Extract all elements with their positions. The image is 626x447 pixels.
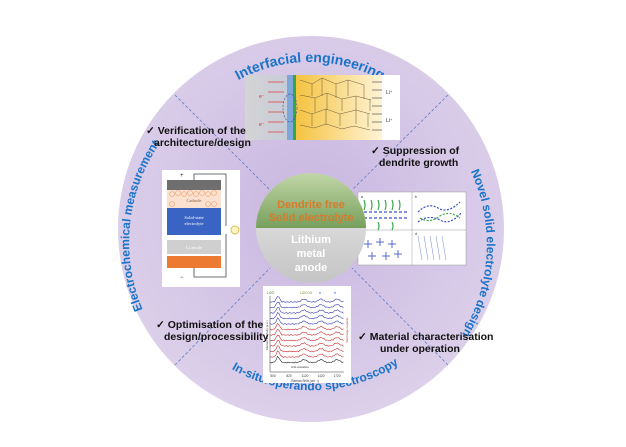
raman-spectrum-trace <box>269 329 344 336</box>
check-icon: ✓ <box>371 145 380 157</box>
hub-bottom-half <box>256 228 366 283</box>
li-ion-label: Li⁺ <box>386 90 393 96</box>
xtick-2: 1120 <box>302 374 309 378</box>
hub-sub-line1: Lithium <box>291 234 331 246</box>
hub-top-half <box>256 173 366 228</box>
note-verification: ✓ Verification of the architecture/desig… <box>146 125 251 149</box>
cathode-layer <box>167 190 221 208</box>
raman-traces <box>269 296 344 373</box>
anode-layer <box>167 240 221 254</box>
electrolyte-label-2: electrolyte <box>185 221 204 226</box>
raman-ylabel: Raman intensity (a.u.) <box>265 320 269 349</box>
peak-label-4: # <box>334 291 336 295</box>
plus-terminal: + <box>180 173 184 179</box>
hub-title-line1: Dendrite free <box>277 199 345 211</box>
raman-spectrum-trace <box>269 355 344 364</box>
xtick-3: 1420 <box>317 374 324 378</box>
xtick-1: 820 <box>286 374 292 378</box>
note-verification-line2: architecture/design <box>154 137 251 149</box>
note-suppression-line1: Suppression of <box>382 145 460 157</box>
li-ion-label-2: Li⁺ <box>386 118 393 124</box>
quadrant-dividers <box>174 94 449 366</box>
divider-bl <box>174 267 271 366</box>
raman-xlabel: Raman Shift (cm⁻¹) <box>291 379 319 383</box>
raman-spectrum-trace <box>269 307 344 314</box>
raman-spectrum-trace <box>269 317 344 325</box>
raman-right-label: Discharge capacity <box>345 317 349 343</box>
xtick-4: 1720 <box>333 374 340 378</box>
electron-label-2: e⁻ <box>259 122 265 128</box>
electrolyte-layer <box>167 208 221 235</box>
note-optimisation-line1: Optimisation of the <box>167 319 264 331</box>
ion-arrows <box>372 81 382 131</box>
minus-terminal: − <box>180 275 184 281</box>
raman-spectrum-trace <box>269 335 344 342</box>
current-collector-top <box>167 180 221 190</box>
hub-title-line2: Solid electrolyte <box>269 212 354 224</box>
bulb-icon <box>230 225 240 235</box>
electron-label: e⁻ <box>259 94 265 100</box>
note-characterisation-line1: Material characterisation <box>369 331 494 343</box>
interface-highlight <box>282 93 298 123</box>
electrolyte-label-1: Solid-state <box>184 215 203 220</box>
interface-panel: e⁻ e⁻ Li⁺ Li⁺ <box>245 75 400 140</box>
xtick-0: 500 <box>270 374 276 378</box>
hub-sub-line2: metal <box>297 248 326 260</box>
raman-spectrum-trace <box>269 322 344 331</box>
raman-spectrum-trace <box>269 350 344 358</box>
check-icon: ✓ <box>146 125 155 137</box>
electron-arrows <box>268 81 284 133</box>
grain-boundaries <box>299 77 372 131</box>
note-characterisation: ✓ Material characterisation under operat… <box>358 331 493 355</box>
note-optimisation-line2: design/processibility <box>164 331 269 343</box>
peak-label-3: # <box>319 291 321 295</box>
cathode-label: Cathode <box>187 198 202 203</box>
peak-label-li2o: Li2O <box>267 291 275 295</box>
note-suppression-line2: dendrite growth <box>379 157 459 169</box>
raman-axes <box>269 296 344 373</box>
raman-spectrum-trace <box>269 312 344 320</box>
raman-spectrum-trace <box>269 301 344 309</box>
note-verification-line1: Verification of the <box>157 125 246 137</box>
note-suppression: ✓ Suppression of dendrite growth <box>371 145 459 169</box>
raman-spectrum-trace <box>269 340 344 347</box>
anode-label: Li anode <box>186 245 202 250</box>
current-collector-bottom <box>167 256 221 268</box>
divider-tl <box>174 94 271 191</box>
peak-label-li2co3: Li2CO3 <box>300 291 312 295</box>
crystal-label-d: d <box>415 232 417 236</box>
raman-panel: Li2O Li2CO3 # # Anti-solvation 500 820 1… <box>263 286 351 383</box>
raman-spectrum-trace <box>269 345 344 353</box>
cell-panel: Cathode Solid-state electrolyte Li anode… <box>162 170 240 287</box>
divider-br <box>351 267 449 366</box>
check-icon: ✓ <box>156 319 165 331</box>
central-hub: Dendrite free Solid electrolyte Lithium … <box>256 173 366 283</box>
note-characterisation-line2: under operation <box>380 343 460 355</box>
check-icon: ✓ <box>358 331 367 343</box>
raman-annotation: Anti-solvation <box>291 365 309 369</box>
divider-tr <box>351 94 449 191</box>
crystal-label-a: a <box>361 195 363 199</box>
crystal-label-b: b <box>415 195 417 199</box>
hub-sub-line3: anode <box>295 262 327 274</box>
crystal-panel: a b c d <box>357 191 467 266</box>
note-optimisation: ✓ Optimisation of the design/processibil… <box>156 319 268 343</box>
raman-spectrum-trace <box>269 296 344 303</box>
